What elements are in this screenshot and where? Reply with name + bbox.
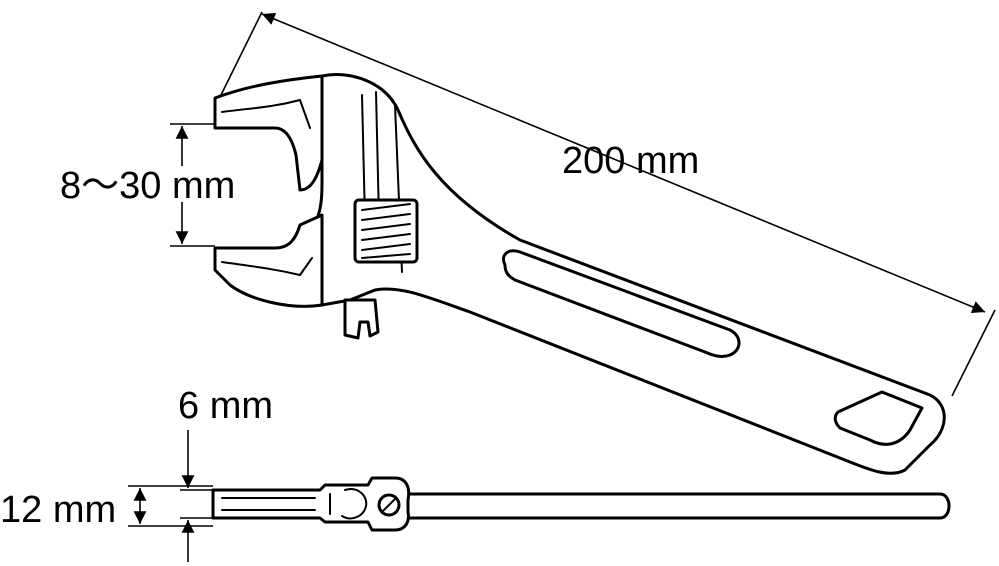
side-handle (403, 492, 951, 520)
length-dimension-line (261, 12, 986, 314)
side-screw-slot (382, 498, 396, 512)
movable-jaw-lower (213, 213, 324, 308)
length-ext-line-right (951, 309, 996, 397)
jaw-opening-label: 8〜30 mm (60, 165, 235, 207)
hang-hole (833, 390, 924, 446)
wrench-top-view (213, 73, 946, 475)
jaw-thickness-label: 6 mm (178, 385, 273, 427)
head-thickness-label: 12 mm (0, 489, 116, 531)
side-hook (341, 488, 368, 520)
worm-screw (353, 198, 419, 264)
length-label: 200 mm (562, 140, 699, 182)
wrench-side-view (211, 476, 951, 532)
rack-teeth (343, 298, 380, 340)
length-ext-line-left (219, 11, 263, 98)
